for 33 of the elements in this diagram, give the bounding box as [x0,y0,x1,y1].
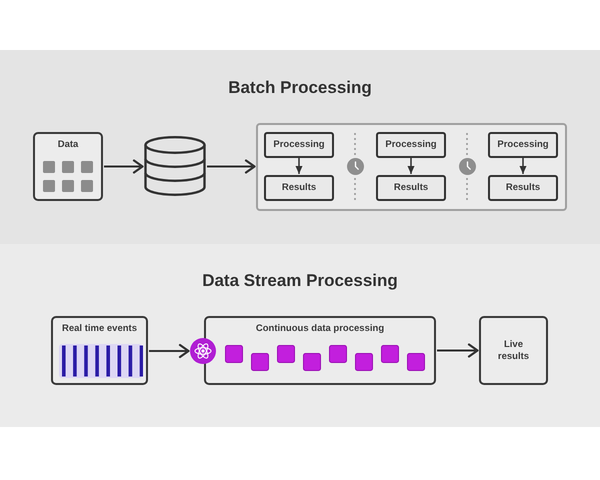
box-label: Processing [497,139,549,151]
box-label: Data [58,139,78,151]
step-box [376,175,446,201]
arrow [520,158,526,174]
box-label: Processing [273,139,325,151]
step-box [264,175,334,201]
arrow [104,159,144,174]
step-box [376,132,446,158]
arrow [149,344,190,358]
database-cylinder [144,136,206,197]
batch-group-panel [256,123,567,211]
section-title: Batch Processing [228,78,372,98]
box-label: Real time events [62,323,137,335]
step-box [488,175,558,201]
arrow [437,343,479,358]
section-title: Data Stream Processing [202,271,398,291]
arrow [408,158,414,174]
box-label: Results [282,182,316,194]
box-label: Results [506,182,540,194]
box-label: Continuous data processing [256,323,384,335]
stream-card [204,316,436,385]
section-band [0,244,600,427]
box-label: Results [394,182,428,194]
arrow [296,158,302,174]
data-card [33,132,103,201]
events-card [51,316,148,385]
box-label: Live results [496,338,530,362]
step-box [488,132,558,158]
box-label: Processing [385,139,437,151]
results-card [479,316,548,385]
step-box [264,132,334,158]
arrow [207,159,256,174]
section-band [0,50,600,244]
